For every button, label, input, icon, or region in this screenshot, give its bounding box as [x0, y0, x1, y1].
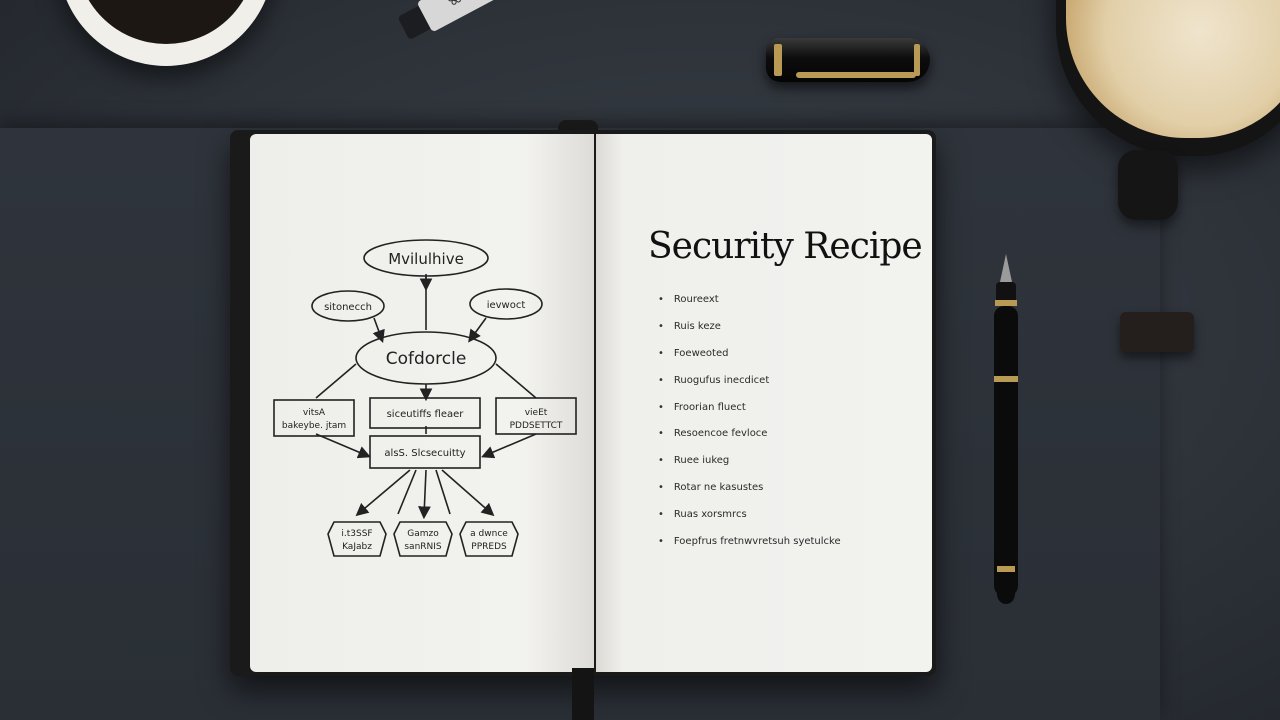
top-node-label: Mvilulhive — [388, 250, 464, 268]
left-page — [250, 134, 594, 672]
box-bottom-label: alsS. Slcsecuitty — [384, 448, 465, 459]
list-item: Foepfrus fretnwvretsuh syetulcke — [658, 536, 841, 563]
box-left — [273, 399, 355, 437]
pen-ring — [994, 376, 1018, 382]
list-item: Rotar ne kasustes — [658, 482, 841, 509]
connector — [397, 469, 417, 515]
page-title: Security Recipe — [648, 226, 923, 267]
binder-clip — [1120, 312, 1194, 352]
top-node — [363, 239, 489, 277]
center-node — [355, 331, 497, 385]
list-item: Froorian fluect — [658, 402, 841, 429]
right-bubble-label: ievwoct — [487, 300, 526, 311]
list-item: Ruis keze — [658, 321, 841, 348]
leaf-3-line2: PPREDS — [471, 542, 507, 552]
pen-grip — [996, 282, 1016, 304]
leaf-1-line1: i.t3SSF — [341, 529, 372, 539]
box-left-line1: vitsA — [303, 408, 326, 418]
list-item: Ruee iukeg — [658, 455, 841, 482]
connector — [435, 469, 451, 515]
box-center — [369, 397, 481, 429]
pen-band — [995, 300, 1017, 306]
left-bubble-label: sitonecch — [324, 302, 372, 313]
box-left-line2: bakeybe. jtam — [282, 421, 346, 431]
pen-end-band — [997, 566, 1015, 572]
recipe-list: Roureext Ruis keze Foeweoted Ruogufus in… — [658, 294, 841, 563]
leaf-node — [459, 521, 519, 557]
leaf-node — [393, 521, 453, 557]
bookmark-ribbon — [572, 668, 594, 720]
list-item: Ruas xorsmrcs — [658, 509, 841, 536]
right-bubble — [469, 288, 543, 320]
connector — [481, 433, 537, 459]
list-item: Foeweoted — [658, 348, 841, 375]
box-bottom — [369, 435, 481, 469]
connector — [315, 363, 357, 399]
latte-foam — [1066, 0, 1280, 138]
coffee-surface — [76, 0, 256, 44]
connector — [468, 317, 487, 343]
leaf-2-line2: sanRNIS — [404, 542, 442, 552]
box-right — [495, 397, 577, 435]
leaf-1-line2: KaJabz — [342, 542, 372, 552]
mind-map-diagram: Mvilulhive sitonecch ievwoct Cofdorcle v… — [273, 239, 577, 557]
box-center-label: siceutiffs fleaer — [387, 409, 465, 420]
leaf-2-line1: Gamzo — [407, 529, 439, 539]
center-node-label: Cofdorcle — [386, 349, 467, 369]
pen-cap — [766, 38, 930, 82]
pen-cap-band — [774, 44, 782, 76]
cup-handle — [1118, 150, 1178, 220]
connector — [441, 469, 495, 517]
pen-nib — [1000, 254, 1012, 282]
connector — [372, 317, 385, 344]
list-item: Roureext — [658, 294, 841, 321]
fountain-pen — [994, 254, 1018, 604]
pen-barrel — [994, 306, 1018, 596]
pen-cap-band-end — [914, 44, 920, 76]
leaf-3-line1: a dwnce — [470, 529, 508, 539]
list-item: Ruogufus inecdicet — [658, 375, 841, 402]
pen-end — [997, 584, 1015, 604]
leaf-node — [327, 521, 387, 557]
connector — [495, 363, 537, 399]
box-right-line1: vieEt — [525, 408, 548, 418]
connector — [355, 469, 411, 517]
pen-cap-clip — [796, 72, 916, 78]
left-bubble — [311, 290, 385, 322]
connector — [315, 433, 371, 459]
connector — [418, 469, 431, 520]
box-right-line2: PDDSETTCT — [510, 421, 563, 431]
list-item: Resoencoe fevloce — [658, 428, 841, 455]
